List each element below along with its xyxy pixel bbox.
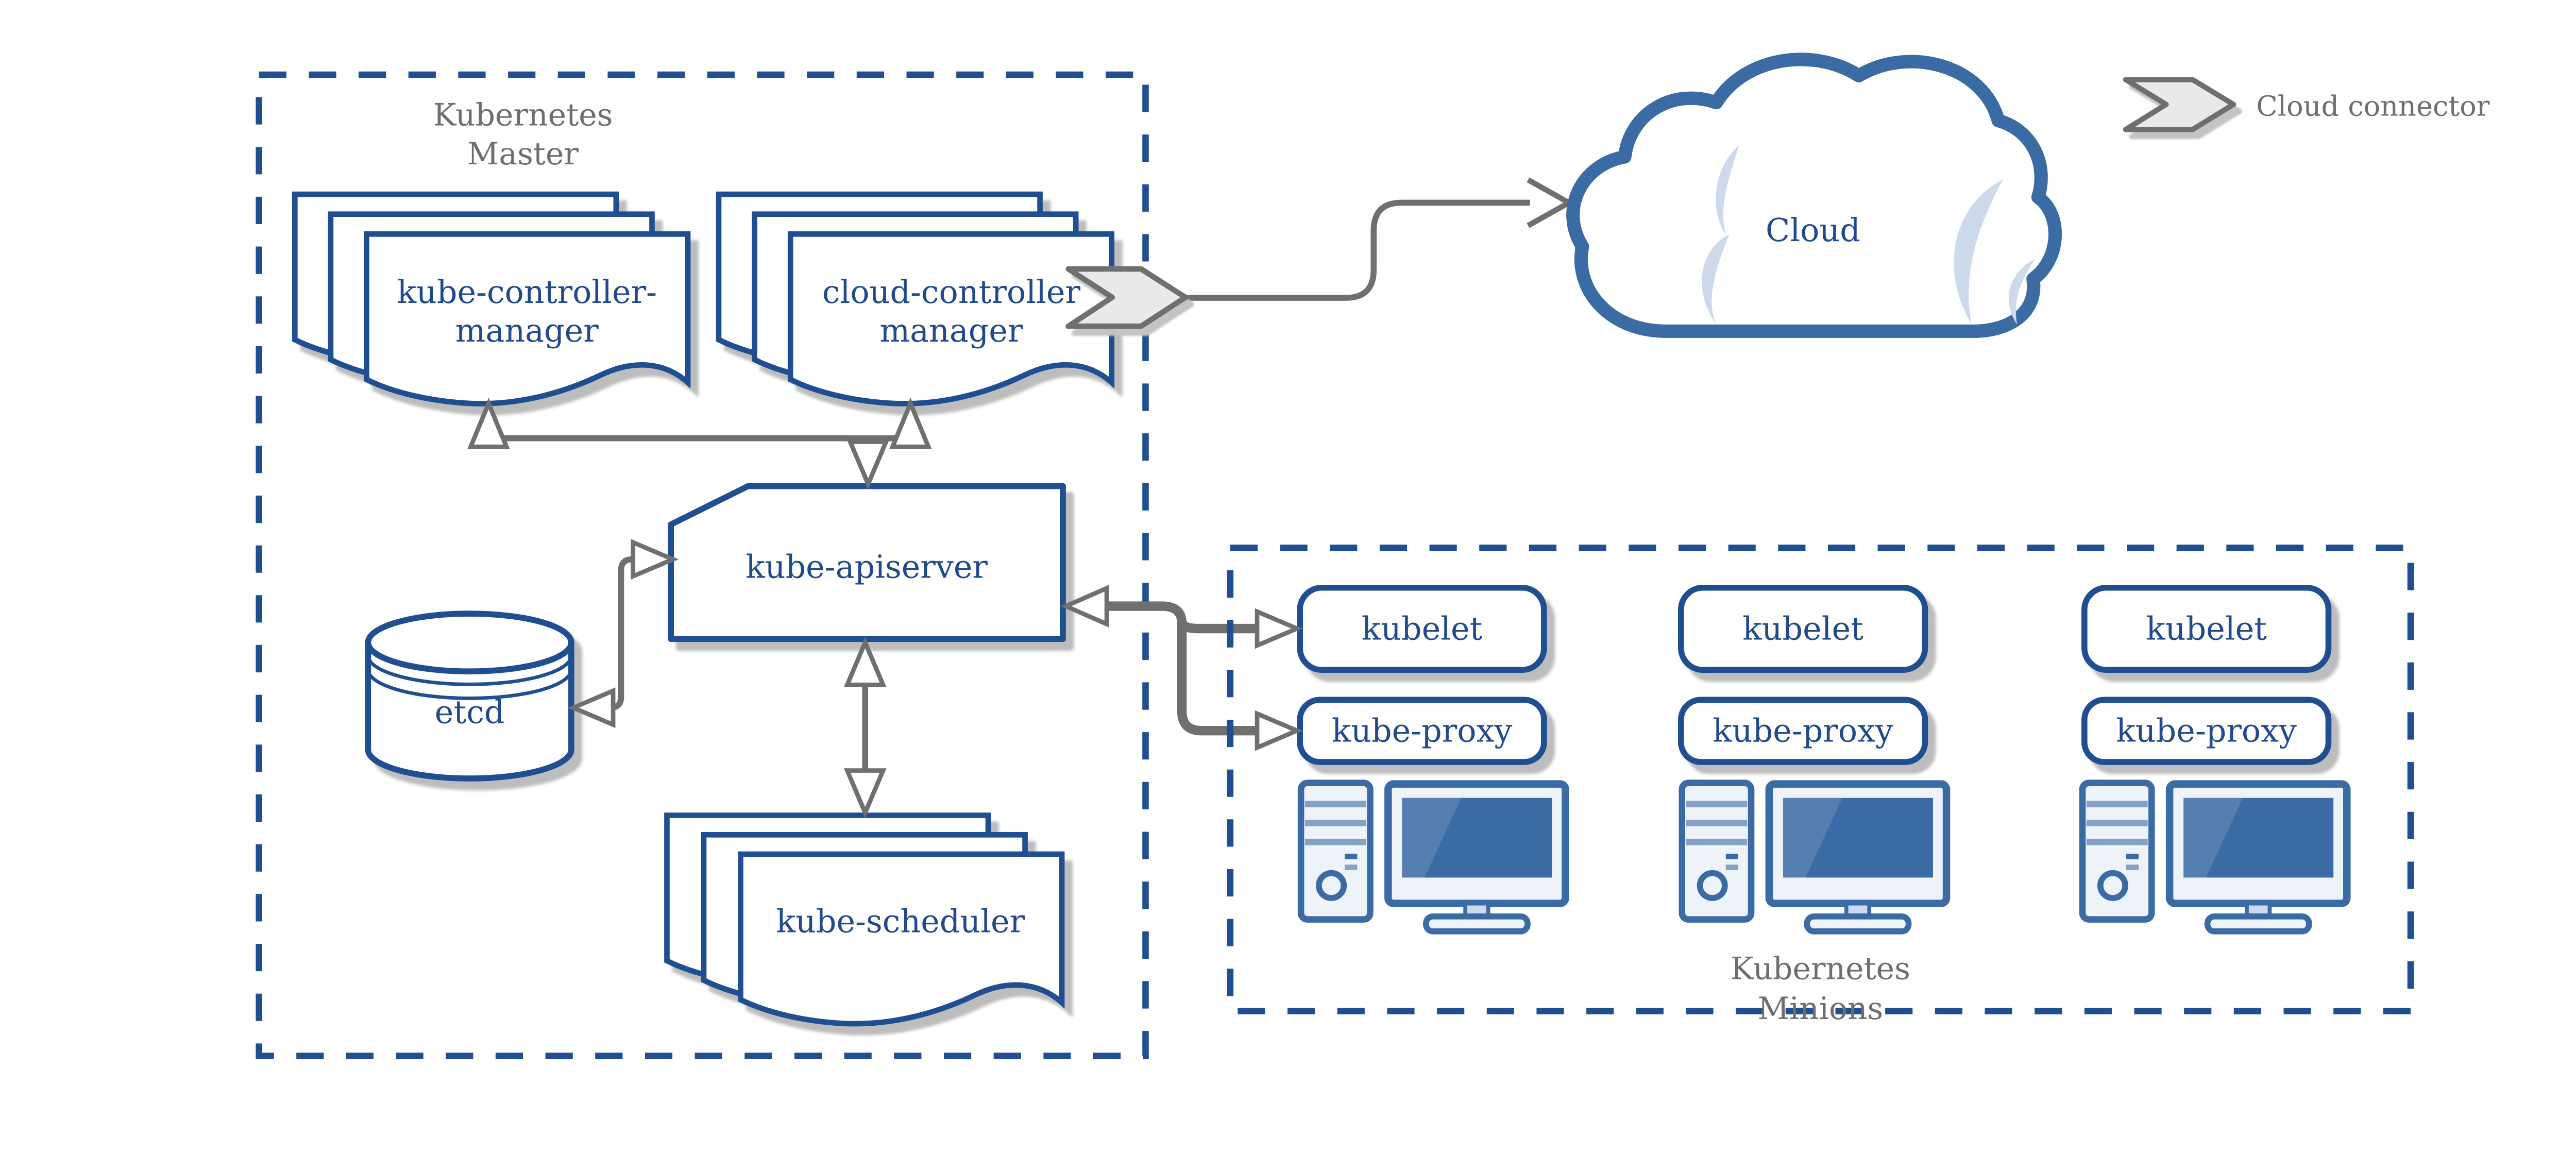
cloud-controller-manager-label-line2: manager xyxy=(879,312,1023,349)
etcd-node: etcd xyxy=(365,611,574,782)
cloud-controller-manager-label-line1: cloud-controller xyxy=(822,274,1081,311)
arrowhead-right-apiserver-icon xyxy=(631,539,679,580)
kube-controller-manager-label-line2: manager xyxy=(455,312,599,349)
kubelet-label-2: kubelet xyxy=(1742,610,1863,647)
arrowhead-left-apiserver-icon xyxy=(1060,585,1109,628)
kube-proxy-label-1: kube-proxy xyxy=(1332,712,1513,749)
kubelet-label-1: kubelet xyxy=(1362,610,1483,647)
kube-controller-manager-label-line1: kube-controller- xyxy=(397,274,657,311)
master-title-line2: Master xyxy=(467,136,579,172)
kube-proxy-label-3: kube-proxy xyxy=(2116,712,2297,749)
cloud-label: Cloud xyxy=(1766,212,1860,249)
master-title-line1: Kubernetes xyxy=(433,97,613,133)
kube-proxy-label-2: kube-proxy xyxy=(1713,712,1893,749)
legend-cloud-connector-label: Cloud connector xyxy=(2256,90,2489,122)
kube-proxy-box-3 xyxy=(2081,697,2332,765)
kube-proxy-box-2 xyxy=(1677,697,1928,765)
workstation-icon xyxy=(1301,783,1565,931)
kube-scheduler-label: kube-scheduler xyxy=(776,903,1025,940)
arrowhead-right-kube-proxy-icon xyxy=(1255,710,1303,751)
arrowhead-up-ccm-icon xyxy=(889,397,932,449)
cloud-node: Cloud xyxy=(1566,53,2062,338)
minion-node-2: kubelet kube-proxy xyxy=(1677,584,1946,931)
cloud-arrowhead-icon xyxy=(1527,177,1575,228)
minions-title-line2: Minions xyxy=(1758,991,1884,1027)
arrowheads xyxy=(467,397,1303,819)
legend: Cloud connector xyxy=(2126,80,2490,130)
kubelet-box-2 xyxy=(1677,584,1928,673)
minion-node-1: kubelet kube-proxy xyxy=(1297,584,1565,931)
arrowhead-down-scheduler-icon xyxy=(843,768,887,819)
cloud-icon xyxy=(1566,53,2062,338)
workstation-icon xyxy=(2082,783,2347,931)
kubernetes-minions-box xyxy=(1227,545,2414,1014)
minions-title-line1: Kubernetes xyxy=(1731,951,1910,987)
minion-node-3: kubelet kube-proxy xyxy=(2081,584,2347,931)
kubelet-box-3 xyxy=(2081,584,2332,673)
workstation-icon xyxy=(1682,783,1946,931)
kube-controller-manager-node: kube-controller- manager xyxy=(295,194,688,403)
diagram-root: Kubernetes Master kube-controller- manag… xyxy=(256,53,2490,1059)
database-cylinder-icon xyxy=(365,611,574,674)
arrowhead-right-kubelet-icon xyxy=(1255,608,1303,649)
legend-cloud-connector-icon xyxy=(2126,80,2233,130)
arrowhead-up-kcm-icon xyxy=(467,397,510,449)
arrowhead-down-apiserver-icon xyxy=(846,439,890,490)
etcd-label: etcd xyxy=(435,694,505,731)
arrowhead-left-etcd-icon xyxy=(567,687,616,728)
kube-apiserver-label: kube-apiserver xyxy=(745,548,988,585)
kube-apiserver-node: kube-apiserver xyxy=(668,483,1066,642)
arrowhead-up-from-scheduler-icon xyxy=(843,636,887,687)
cloud-controller-manager-node: cloud-controller manager xyxy=(719,194,1112,403)
kubernetes-master-box xyxy=(256,71,1149,1059)
kubelet-label-3: kubelet xyxy=(2146,610,2267,647)
kube-scheduler-node: kube-scheduler xyxy=(667,816,1062,1024)
